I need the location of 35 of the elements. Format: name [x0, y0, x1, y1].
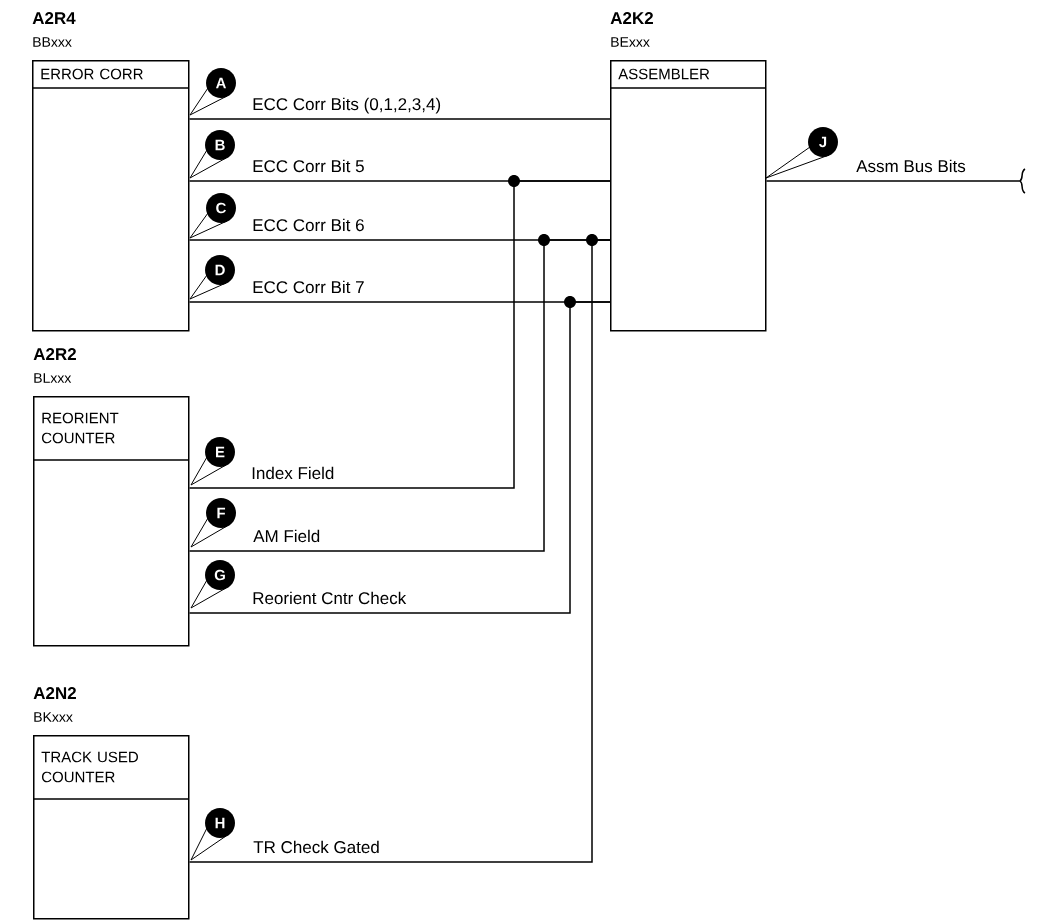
unit-label: A2R4 [32, 12, 76, 24]
callout-balloon: F [190, 498, 236, 548]
edge-label: ECC Corr Bit 5 [251, 158, 366, 174]
edge-label: AM Field [252, 528, 322, 544]
edge-label: ECC Corr Bit 7 [251, 279, 366, 295]
callout-balloon: J [765, 127, 838, 179]
callout-balloon: C [189, 193, 236, 239]
signal-line [188, 239, 611, 863]
signal-line [188, 301, 611, 614]
edge-label: TR Check Gated [252, 839, 381, 855]
card-code-label: BKxxx [34, 712, 73, 722]
edge-label: Index Field [250, 465, 336, 481]
block-box: ASSEMBLER [609, 60, 767, 332]
block-box: REORIENT COUNTER [32, 396, 190, 647]
block-box: TRACK USED COUNTER [32, 735, 190, 920]
edge-label: ECC Corr Bits (0,1,2,3,4) [251, 96, 443, 115]
signal-line [765, 168, 1026, 194]
unit-label: A2K2 [610, 12, 653, 24]
signal-line [188, 180, 611, 489]
callout-balloon: B [189, 130, 235, 179]
callout-balloon: G [190, 560, 235, 609]
edge-label: Reorient Cntr Check [251, 590, 408, 606]
unit-label: A2R2 [33, 348, 76, 360]
card-code-label: BExxx [611, 37, 650, 47]
callout-balloon: H [190, 808, 235, 861]
card-code-label: BLxxx [34, 373, 72, 383]
block-box: ERROR CORR [31, 60, 190, 332]
card-code-label: BBxxx [33, 37, 72, 47]
callout-balloon: A [189, 68, 236, 116]
callout-balloon: E [190, 437, 235, 486]
edge-label: Assm Bus Bits [855, 158, 967, 174]
unit-label: A2N2 [33, 687, 76, 699]
signal-line [188, 118, 611, 120]
callout-balloon: D [189, 255, 235, 300]
edge-label: ECC Corr Bit 6 [251, 217, 366, 233]
